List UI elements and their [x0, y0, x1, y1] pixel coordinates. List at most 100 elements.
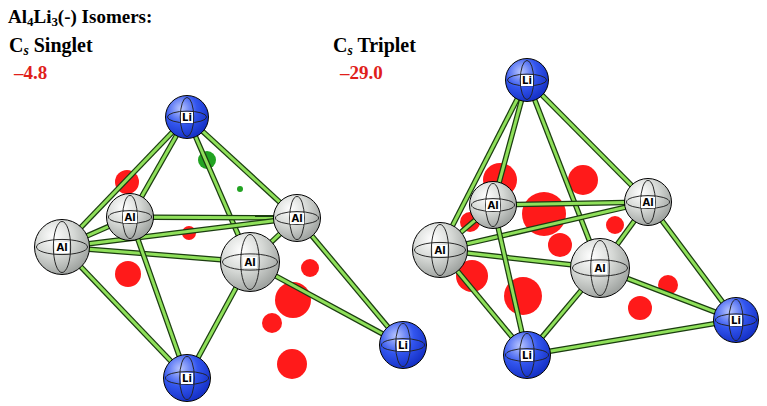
atom-sphere: Li: [163, 354, 211, 402]
bond-outline: [498, 227, 522, 332]
isomer-label: Cs Singlet: [9, 34, 93, 59]
bond-outline: [542, 95, 632, 186]
bond-outline: [87, 226, 109, 236]
atom-label: Al: [123, 212, 136, 223]
bond-fill: [81, 132, 173, 227]
bond-line: [542, 95, 632, 186]
bond-outline: [617, 221, 634, 245]
bond-line: [141, 135, 176, 197]
bond-fill: [87, 226, 109, 236]
bond-fill: [198, 287, 236, 357]
atom-sphere: Li: [503, 331, 551, 379]
bond-outline: [627, 278, 715, 312]
isomer-label: Cs Triplet: [333, 34, 416, 59]
atom-label: Li: [181, 112, 193, 123]
bond-fill: [662, 220, 723, 302]
bond-line: [467, 253, 571, 265]
bond-fill: [81, 267, 171, 362]
atom-sphere: Al: [469, 181, 517, 229]
bond-fill: [457, 271, 512, 337]
bond-outline: [81, 132, 173, 227]
atom-sphere: Li: [379, 321, 427, 369]
energy-value: –29.0: [340, 62, 383, 84]
atom-label: Li: [521, 350, 533, 361]
bond-outline: [662, 220, 723, 302]
bond-fill: [499, 100, 521, 183]
bond-line: [542, 290, 582, 337]
atom-label: Al: [433, 245, 446, 256]
bond-outline: [198, 287, 236, 357]
bond-outline: [141, 135, 176, 197]
atom-sphere: Li: [505, 58, 549, 102]
bond-outline: [81, 267, 171, 362]
bond-outline: [499, 100, 521, 183]
atom-sphere: Al: [220, 232, 280, 292]
bond-outline: [457, 271, 512, 337]
atom-label: Li: [521, 75, 533, 86]
bond-outline: [202, 131, 280, 202]
bond-line: [195, 136, 238, 235]
bond-outline: [153, 214, 274, 220]
bond-fill: [627, 278, 715, 312]
title: Al4Li3(-) Isomers:: [8, 6, 152, 30]
atom-label: Al: [593, 263, 606, 274]
bond-line: [87, 226, 109, 236]
bond-line: [81, 267, 171, 362]
bond-line: [89, 249, 221, 260]
bond-line: [516, 202, 625, 204]
bond-fill: [550, 324, 715, 352]
bond-fill: [498, 227, 522, 332]
atom-sphere: Al: [412, 222, 468, 278]
atom-sphere: Al: [106, 193, 154, 241]
bond-fill: [195, 136, 238, 235]
bond-fill: [153, 216, 274, 220]
bond-outline: [271, 234, 280, 242]
atom-sphere: Al: [273, 194, 321, 242]
bond-fill: [202, 131, 280, 202]
atom-sphere: Al: [624, 178, 672, 226]
bond-line: [499, 100, 521, 183]
bond-outline: [312, 236, 389, 328]
bond-line: [498, 227, 522, 332]
atom-label: Li: [730, 315, 742, 326]
bond-line: [271, 234, 280, 242]
atom-label: Al: [641, 197, 654, 208]
atom-sphere: Al: [570, 238, 630, 298]
bond-fill: [542, 290, 582, 337]
atom-label: Al: [55, 242, 68, 253]
bond-outline: [516, 202, 625, 204]
bond-outline: [138, 239, 180, 357]
bond-fill: [542, 95, 632, 186]
bond-outline: [550, 324, 715, 352]
bond-line: [617, 221, 634, 245]
bond-line: [202, 131, 280, 202]
energy-value: –4.8: [14, 62, 47, 84]
bond-fill: [467, 253, 571, 265]
bond-line: [627, 278, 715, 312]
bond-fill: [461, 220, 476, 233]
bond-fill: [617, 221, 634, 245]
bond-line: [662, 220, 723, 302]
bond-line: [457, 271, 512, 337]
atom-label: Li: [397, 340, 409, 351]
atom-sphere: Li: [713, 297, 759, 343]
bond-outline: [461, 220, 476, 233]
bond-fill: [312, 236, 389, 328]
bond-outline: [467, 253, 571, 265]
bond-fill: [271, 234, 280, 242]
bond-line: [81, 132, 173, 227]
atom-label: Li: [181, 373, 193, 384]
atom-label: Al: [243, 257, 256, 268]
atom-label: Al: [486, 200, 499, 211]
bond-fill: [138, 239, 180, 357]
bond-line: [312, 236, 389, 328]
bond-line: [198, 287, 236, 357]
atom-sphere: Li: [165, 95, 209, 139]
bond-fill: [141, 135, 176, 197]
bond-line: [461, 220, 476, 233]
bond-outline: [542, 290, 582, 337]
bond-line: [550, 324, 715, 352]
bond-outline: [89, 249, 221, 260]
bond-fill: [89, 249, 221, 260]
bond-fill: [516, 202, 625, 204]
